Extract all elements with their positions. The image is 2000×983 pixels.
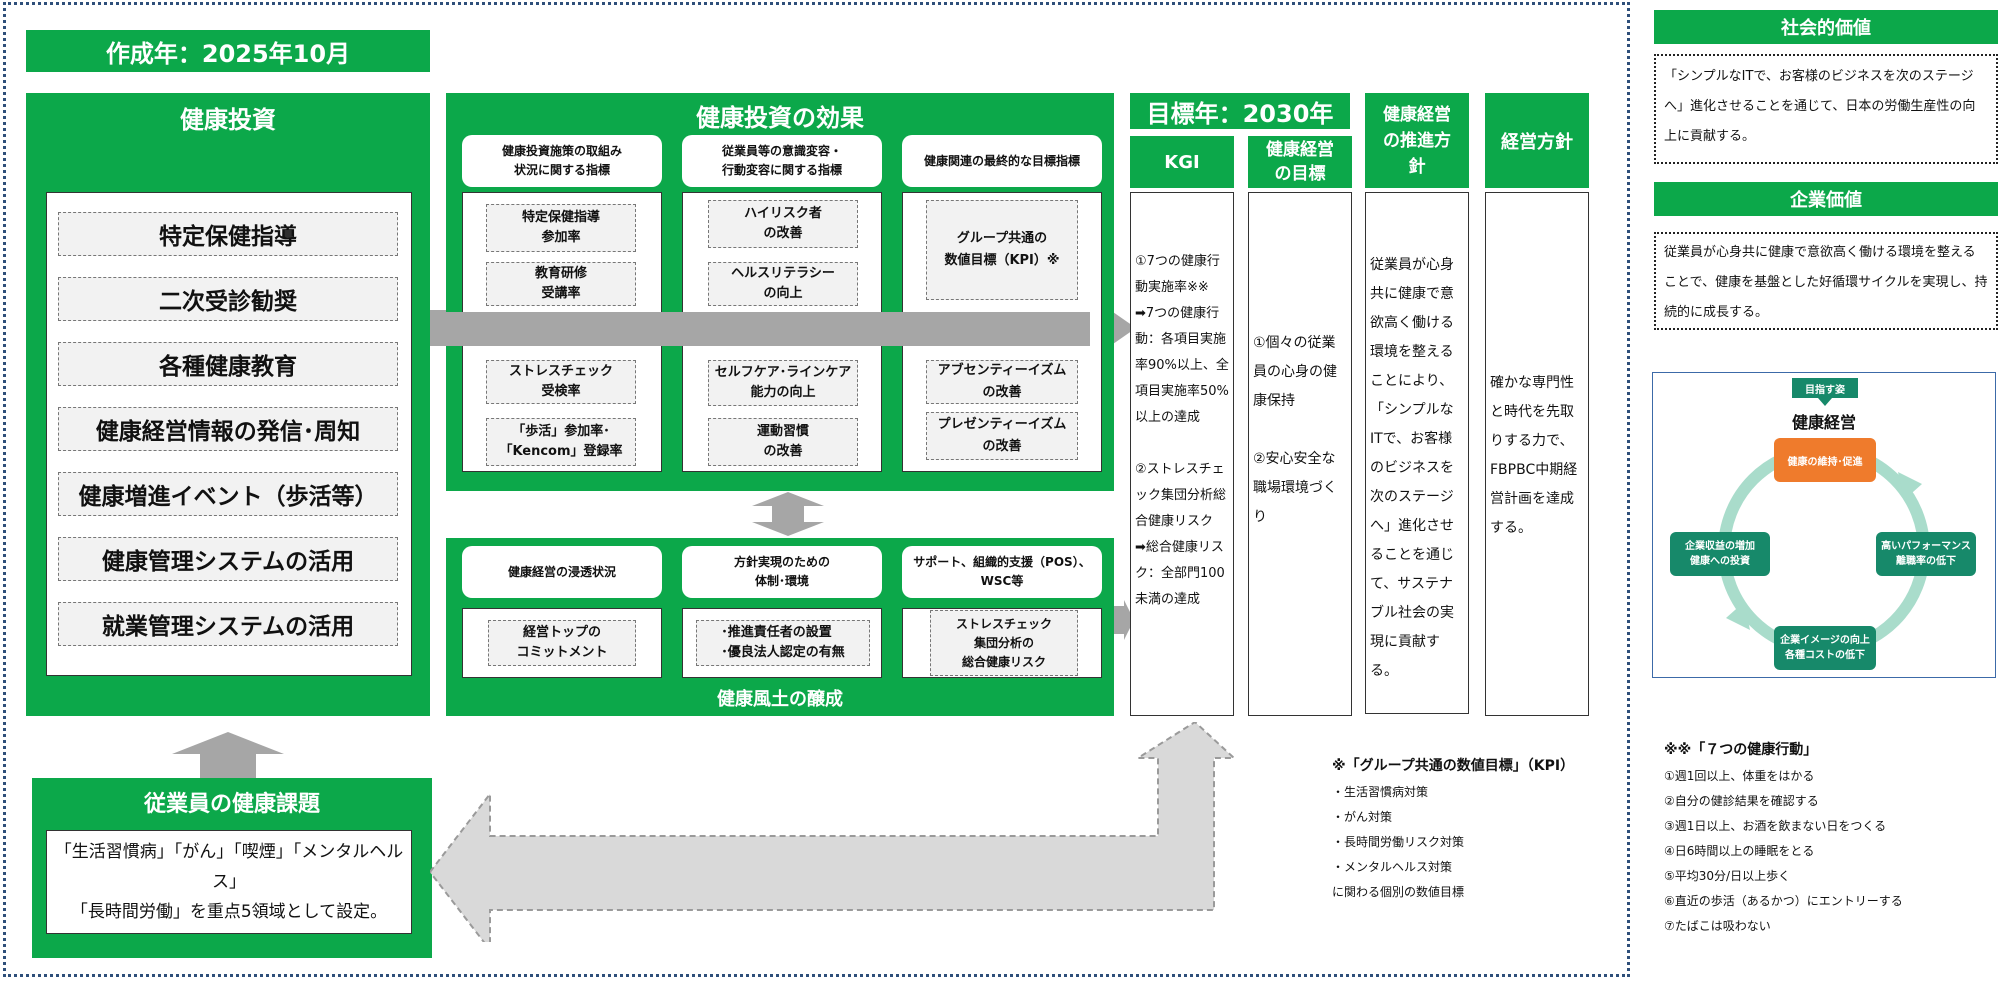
created-date-label: 作成年：2025年10月: [26, 30, 430, 72]
main-frame: [3, 2, 1630, 977]
investment-item: 健康管理システムの活用: [58, 537, 398, 581]
target-year-label: 目標年：2030年: [1130, 93, 1350, 129]
cycle-title: 健康経営: [1791, 413, 1856, 432]
culture-col2-header: 方針実現のための 体制･環境: [682, 546, 882, 598]
investment-item: 健康経営情報の発信･周知: [58, 407, 398, 451]
health-action-item: ⑦たばこは吸わない: [1664, 919, 1771, 933]
kpi-note-item: に関わる個別の数値目標: [1332, 885, 1465, 899]
effects-col3-item: アブセンティーイズム の改善: [926, 360, 1078, 404]
investment-item: 各種健康教育: [58, 342, 398, 386]
effects-col3-item: プレゼンティーイズム の改善: [926, 412, 1078, 460]
health-action-item: ②自分の健診結果を確認する: [1664, 794, 1819, 808]
health-action-item: ⑥直近の歩活（あるかつ）にエントリーする: [1664, 894, 1903, 908]
cycle-node-bottom: 企業イメージの向上 各種コストの低下: [1774, 626, 1876, 670]
health-action-item: ③週1日以上、お酒を飲まない日をつくる: [1664, 819, 1887, 833]
cycle-node-right: 高いパフォーマンス 離職率の低下: [1876, 532, 1976, 576]
effects-col2-item: 運動習慣 の改善: [708, 418, 858, 466]
health-action-item: ①週1回以上、体重をはかる: [1664, 769, 1815, 783]
investment-item: 健康増進イベント（歩活等）: [58, 472, 398, 516]
culture-col3-header: サポート、組織的支援（POS）、 WSC等: [902, 546, 1102, 598]
effects-col1-header: 健康投資施策の取組み 状況に関する指標: [462, 135, 662, 187]
arrow-up-to-investment: [172, 732, 284, 780]
health-issues-title: 従業員の健康課題: [143, 792, 320, 817]
investment-item: 特定保健指導: [58, 212, 398, 256]
effects-col2-item: セルフケア･ラインケア 能力の向上: [708, 360, 858, 406]
culture-item-commitment: 経営トップの コミットメント: [488, 620, 636, 666]
culture-item-stress-risk: ストレスチェック 集団分析の 総合健康リスク: [930, 610, 1078, 676]
feedback-arrow: [430, 722, 1236, 942]
effects-col1-item: 「歩活」参加率･ 「Kencom」登録率: [486, 418, 636, 466]
policy-title: 健康経営 の推進方 針: [1365, 93, 1469, 188]
social-value-text: 「シンプルなITで、お客様のビジネスを次のステージへ」進化させることを通じて、日…: [1654, 54, 1998, 164]
investment-title: 健康投資: [180, 105, 276, 134]
corporate-value-text: 従業員が心身共に健康で意欲高く働ける環境を整えることで、健康を基盤とした好循環サ…: [1654, 232, 1998, 330]
cycle-node-left: 企業収益の増加 健康への投資: [1670, 532, 1770, 576]
kpi-note-item: ・がん対策: [1332, 810, 1393, 824]
culture-footer: 健康風土の醸成: [717, 689, 843, 710]
health-actions-title: ※※「７つの健康行動」: [1664, 742, 1818, 758]
kpi-note-item: ・メンタルヘルス対策: [1332, 860, 1453, 874]
management-policy-text: 確かな専門性と時代を先取りする力で、FBPBC中期経営計画を達成する。: [1485, 192, 1589, 716]
effects-col3-header: 健康関連の最終的な目標指標: [902, 135, 1102, 187]
effects-col2-item: ハイリスク者 の改善: [708, 200, 858, 248]
kpi-note-item: ・生活習慣病対策: [1332, 785, 1429, 799]
health-actions-note: ※※「７つの健康行動」 ①週1回以上、体重をはかる ②自分の健診結果を確認する ③週…: [1664, 736, 1994, 939]
culture-col1-header: 健康経営の浸透状況: [462, 546, 662, 598]
effects-col1-item: 特定保健指導 参加率: [486, 204, 636, 252]
goal-text: ①個々の従業員の心身の健康保持 ②安心安全な職場環境づくり: [1248, 192, 1352, 716]
kpi-note-item: ・長時間労働リスク対策: [1332, 835, 1465, 849]
kpi-note-title: ※「グループ共通の数値目標」（KPI）: [1332, 758, 1575, 774]
cycle-tag-shape: [1792, 378, 1858, 406]
kgi-title: KGI: [1130, 136, 1234, 188]
double-arrow-vertical: [752, 492, 824, 536]
cycle-node-top: 健康の維持･促進: [1774, 438, 1876, 482]
social-value-title: 社会的価値: [1654, 10, 1998, 44]
investment-item: 就業管理システムの活用: [58, 602, 398, 646]
effects-col1-item: ストレスチェック 受検率: [486, 360, 636, 404]
investment-item: 二次受診勧奨: [58, 277, 398, 321]
flow-arrow-band: [430, 312, 1090, 346]
kpi-note: ※「グループ共通の数値目標」（KPI） ・生活習慣病対策・がん対策・長時間労働リ…: [1332, 752, 1622, 905]
effects-col2-item: ヘルスリテラシー の向上: [708, 262, 858, 306]
effects-col3-item: グループ共通の 数値目標（KPI）※: [926, 200, 1078, 300]
policy-text: 従業員が心身共に健康で意欲高く働ける環境を整えることにより、「シンプルなITで、…: [1365, 192, 1469, 714]
health-issues-text: 「生活習慣病」「がん」「喫煙」「メンタルヘルス」 「長時間労働」を重点5領域とし…: [46, 830, 412, 934]
effects-col1-item: 教育研修 受講率: [486, 262, 636, 306]
culture-item-structure: ･推進責任者の設置 ･優良法人認定の有無: [696, 620, 870, 666]
cycle-tag-label: 目指す姿: [1805, 384, 1845, 396]
corporate-value-title: 企業価値: [1654, 182, 1998, 216]
goal-title: 健康経営 の目標: [1248, 136, 1352, 188]
effects-col2-header: 従業員等の意識変容・ 行動変容に関する指標: [682, 135, 882, 187]
health-action-item: ⑤平均30分/日以上歩く: [1664, 869, 1791, 883]
kgi-text: ①7つの健康行動実施率※※ ➡7つの健康行動：各項目実施率90%以上、全項目実施…: [1130, 192, 1234, 716]
health-action-item: ④日6時間以上の睡眠をとる: [1664, 844, 1815, 858]
effects-title: 健康投資の効果: [696, 103, 864, 132]
cycle-diagram-frame: [1652, 372, 1996, 678]
management-policy-title: 経営方針: [1485, 93, 1589, 188]
arrow-to-kgi-lower: [1114, 600, 1134, 640]
